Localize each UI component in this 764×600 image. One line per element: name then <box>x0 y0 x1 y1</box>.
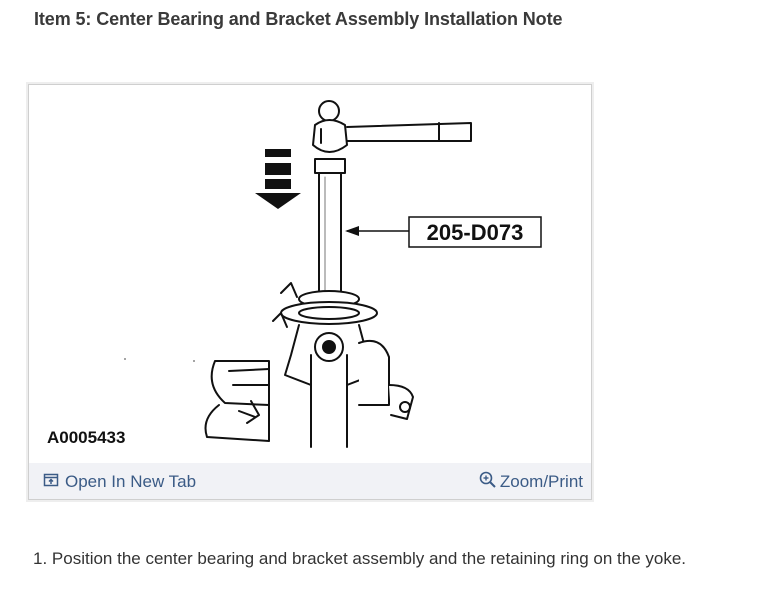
zoom-print-link[interactable]: Zoom/Print <box>479 471 583 493</box>
open-new-tab-icon <box>43 472 59 493</box>
tool-callout-label: 205-D073 <box>427 220 524 245</box>
figure-card: 205-D073 A0005433 Open In New Tab <box>28 84 592 500</box>
page-title: Item 5: Center Bearing and Bracket Assem… <box>34 9 563 29</box>
vise-jaw-right <box>358 339 390 406</box>
step-1-text: 1. Position the center bearing and brack… <box>33 549 687 568</box>
tool-shaft <box>318 158 342 298</box>
vise-jaw-left <box>210 360 270 406</box>
figure-toolbar: Open In New Tab Zoom/Print <box>29 463 591 499</box>
vise-post <box>310 384 348 448</box>
open-in-new-tab-label: Open In New Tab <box>65 472 197 491</box>
callout-box <box>408 216 542 248</box>
zoom-print-label: Zoom/Print <box>499 472 583 491</box>
tool-handle <box>346 122 472 142</box>
bearing-installation-diagram: 205-D073 A0005433 <box>47 100 542 448</box>
image-code-label: A0005433 <box>47 428 125 447</box>
figure-illustration[interactable]: 205-D073 A0005433 <box>29 85 591 463</box>
direction-arrow-icon <box>255 149 301 209</box>
magnifier-icon <box>479 471 497 494</box>
open-in-new-tab-link[interactable]: Open In New Tab <box>43 471 196 493</box>
